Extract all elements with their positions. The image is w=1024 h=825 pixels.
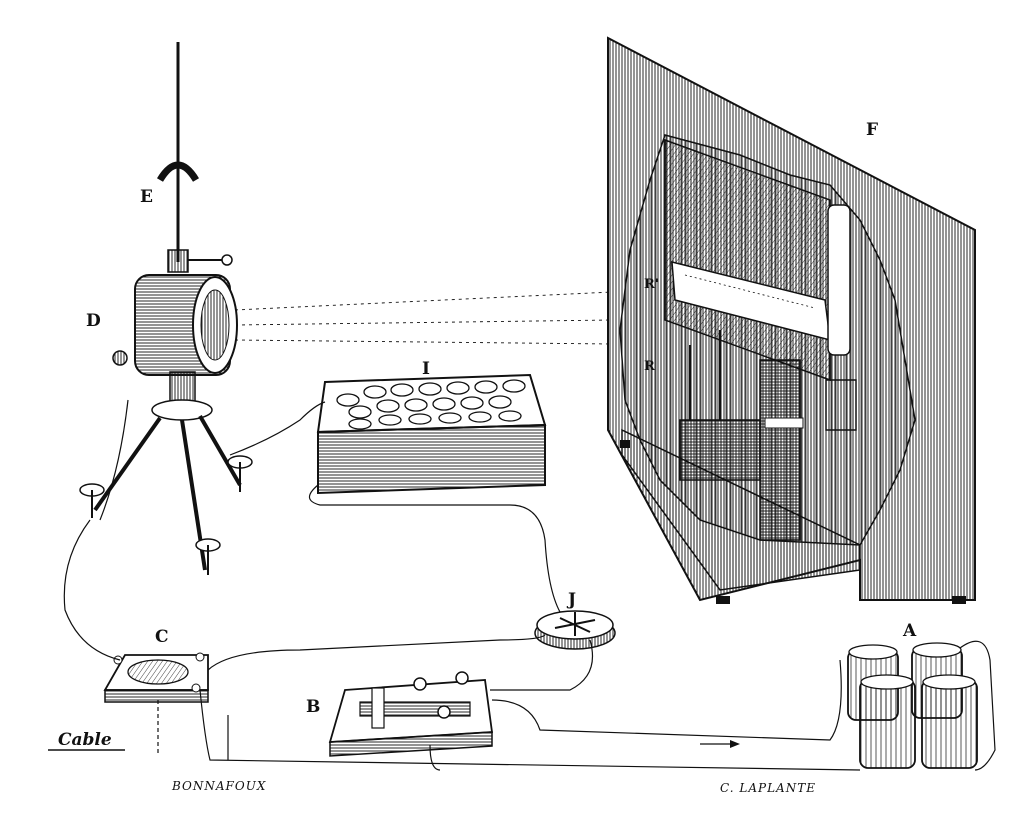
label-r: R xyxy=(644,359,655,374)
dark-cabinet-f xyxy=(607,36,976,604)
label-b: B xyxy=(306,697,320,717)
key-c xyxy=(103,652,209,703)
connecting-wires xyxy=(63,399,996,771)
label-a: A xyxy=(902,621,917,641)
commutator-j xyxy=(534,610,616,650)
label-j: J xyxy=(566,590,576,610)
label-r-prime: R' xyxy=(644,277,659,292)
label-i: I xyxy=(422,359,430,379)
label-c: C xyxy=(155,627,169,647)
light-rays xyxy=(234,291,613,345)
label-d: D xyxy=(86,311,101,331)
engraver-signature: BONNAFOUX xyxy=(171,779,266,793)
galvanometer-d xyxy=(79,42,253,575)
resistance-box-i xyxy=(316,373,547,495)
current-arrow xyxy=(700,740,740,748)
key-b xyxy=(328,671,494,757)
label-e: E xyxy=(140,187,153,207)
battery-a xyxy=(847,642,978,769)
label-f: F xyxy=(866,120,878,140)
cable-caption: Cable xyxy=(58,730,112,750)
artist-signature: C. LAPLANTE xyxy=(720,781,816,795)
